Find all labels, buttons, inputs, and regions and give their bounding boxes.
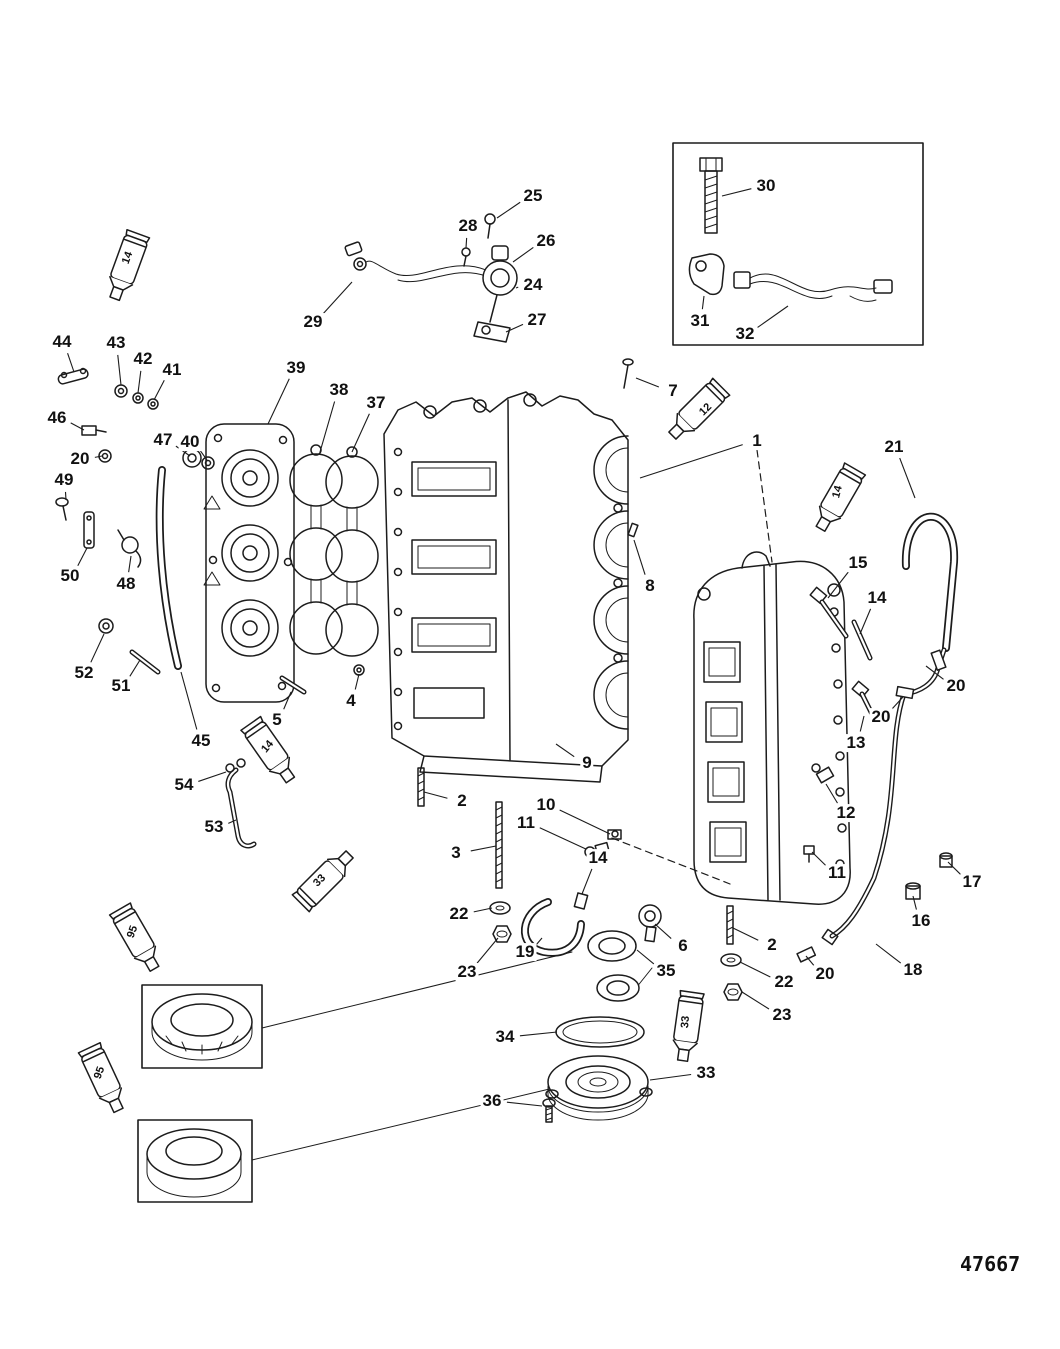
callout-20-32: 20 (869, 707, 893, 727)
callout-15-24: 15 (846, 553, 870, 573)
callout-40-19: 40 (178, 432, 202, 452)
callout-4-34: 4 (344, 691, 358, 711)
cylinder-block (383, 391, 639, 783)
callout-1-22: 1 (750, 431, 764, 451)
inset-box (672, 142, 924, 346)
callout-35-57: 35 (654, 961, 678, 981)
callout-34-59: 34 (493, 1027, 517, 1047)
callout-25-0: 25 (521, 186, 545, 206)
callout-8-26: 8 (643, 576, 657, 596)
callout-22-48: 22 (447, 904, 471, 924)
callout-20-20: 20 (68, 449, 92, 469)
callout-7-9: 7 (666, 381, 680, 401)
callout-9-39: 9 (580, 753, 594, 773)
left-hardware (55, 367, 365, 695)
lower-hardware (417, 358, 953, 1001)
reference-lines (251, 449, 773, 1161)
callout-36-61: 36 (480, 1091, 504, 1111)
callout-54-37: 54 (172, 775, 196, 795)
callout-16-49: 16 (909, 911, 933, 931)
callout-3-44: 3 (449, 843, 463, 863)
callout-46-17: 46 (45, 408, 69, 428)
callout-43-11: 43 (104, 333, 128, 353)
callout-38-15: 38 (327, 380, 351, 400)
callout-29-5: 29 (301, 312, 325, 332)
callout-10-41: 10 (534, 795, 558, 815)
callout-42-12: 42 (131, 349, 155, 369)
callout-49-21: 49 (52, 470, 76, 490)
callout-22-55: 22 (772, 972, 796, 992)
callout-6-51: 6 (676, 936, 690, 956)
water-hose (796, 512, 959, 963)
callout-41-13: 41 (160, 360, 184, 380)
callout-53-38: 53 (202, 817, 226, 837)
callout-23-53: 23 (455, 962, 479, 982)
crankcase-cover (693, 551, 851, 905)
callout-30-6: 30 (754, 176, 778, 196)
callout-21-23: 21 (882, 437, 906, 457)
sensor-assembly (344, 213, 518, 343)
callout-37-16: 37 (364, 393, 388, 413)
callout-47-18: 47 (151, 430, 175, 450)
callout-28-1: 28 (456, 216, 480, 236)
gaskets (289, 444, 379, 657)
callout-39-14: 39 (284, 358, 308, 378)
callout-48-28: 48 (114, 574, 138, 594)
callout-18-56: 18 (901, 960, 925, 980)
callout-13-36: 13 (844, 733, 868, 753)
callout-31-7: 31 (688, 311, 712, 331)
callout-33-60: 33 (694, 1063, 718, 1083)
seal-box (137, 1119, 253, 1203)
callout-26-2: 26 (534, 231, 558, 251)
drawing-number: 47667 (960, 1252, 1021, 1276)
callout-2-40: 2 (455, 791, 469, 811)
callout-50-27: 50 (58, 566, 82, 586)
callout-20-54: 20 (813, 964, 837, 984)
callout-32-8: 32 (733, 324, 757, 344)
callout-11-42: 11 (515, 813, 537, 833)
callout-51-30: 51 (109, 676, 133, 696)
callout-5-33: 5 (270, 710, 284, 730)
callout-2-52: 2 (765, 935, 779, 955)
callout-12-43: 12 (834, 803, 858, 823)
callout-44-10: 44 (50, 332, 74, 352)
callout-19-50: 19 (513, 942, 537, 962)
callout-24-3: 24 (521, 275, 545, 295)
seal-stack (542, 930, 653, 1123)
exhaust-plate (203, 423, 295, 703)
callout-23-58: 23 (770, 1005, 794, 1025)
callout-20-31: 20 (944, 676, 968, 696)
bracket-53 (225, 758, 257, 849)
callout-11-46: 11 (826, 863, 848, 883)
callout-14-25: 14 (865, 588, 889, 608)
callout-45-35: 45 (189, 731, 213, 751)
callout-27-4: 27 (525, 310, 549, 330)
tube-label-33-6: 33 (678, 1015, 693, 1029)
callout-14-45: 14 (586, 848, 610, 868)
bearing-box (141, 984, 263, 1069)
callout-52-29: 52 (72, 663, 96, 683)
callout-17-47: 17 (960, 872, 984, 892)
